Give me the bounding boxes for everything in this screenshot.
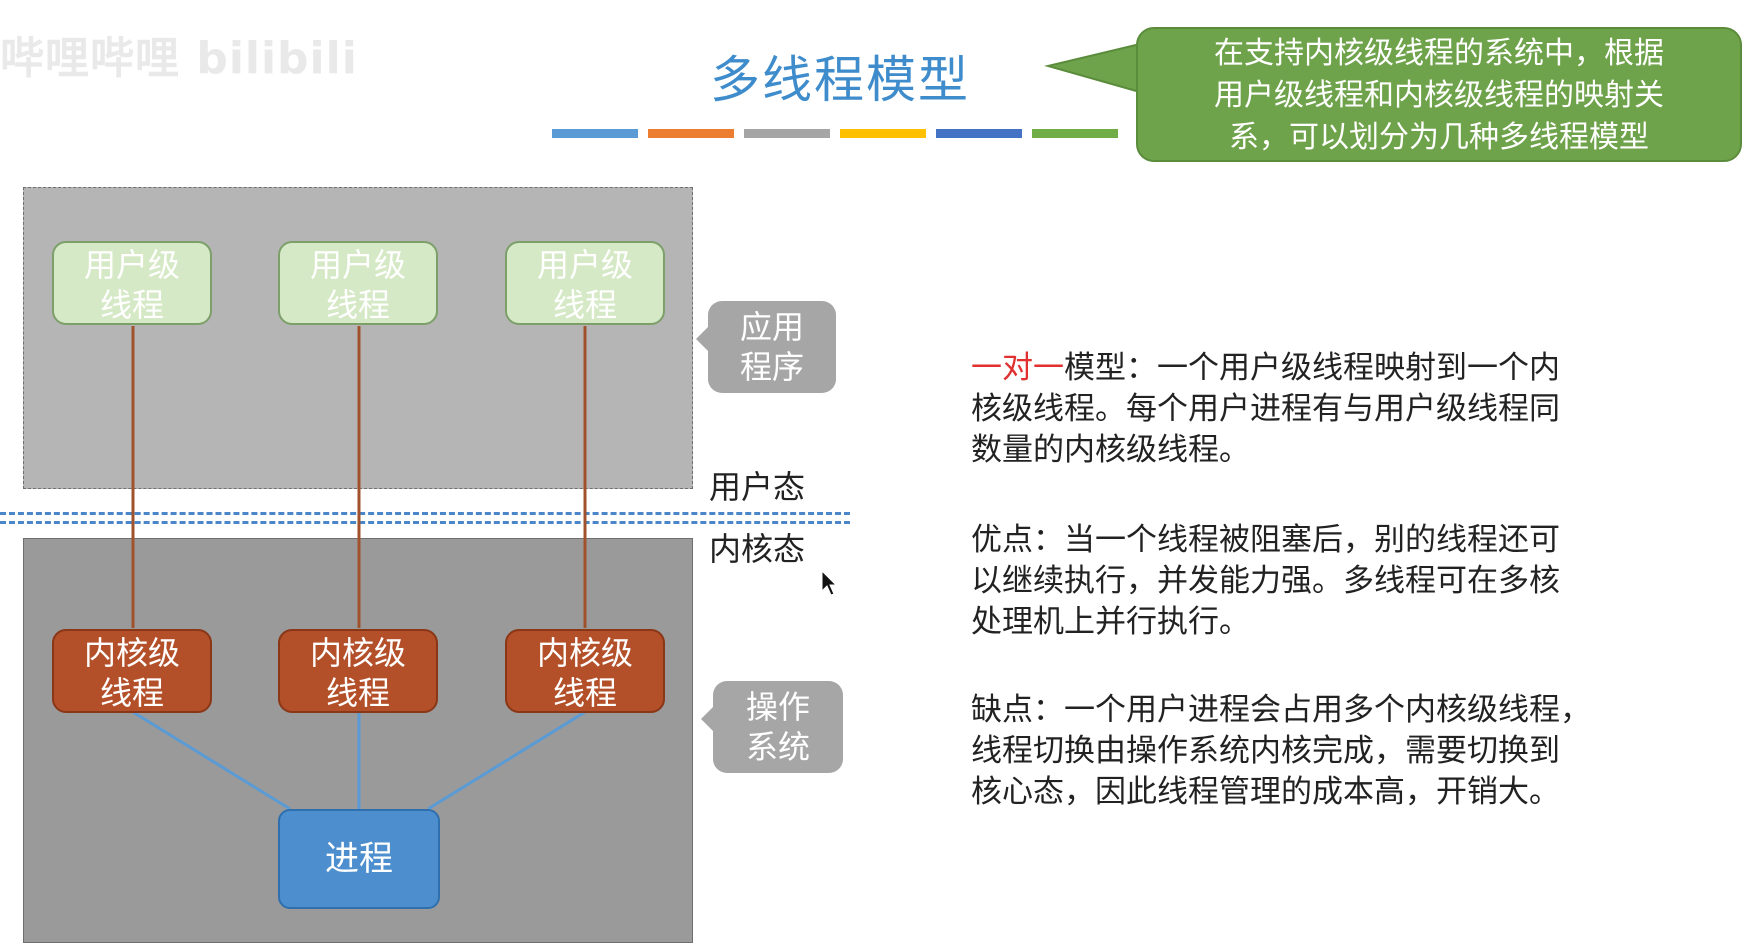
model-line-2: 核级线程。每个用户进程有与用户级线程同 — [971, 391, 1560, 427]
pros-line-3: 处理机上并行执行。 — [971, 604, 1250, 640]
user-thread-3: 用户级 线程 — [505, 241, 665, 325]
color-bar-2 — [648, 129, 734, 138]
user-thread-label-line1: 用户级 — [309, 246, 406, 284]
callout-line-1: 在支持内核级线程的系统中，根据 — [1214, 36, 1664, 71]
callout-line-3: 系，可以划分为几种多线程模型 — [1229, 120, 1649, 155]
tag-application-line2: 程序 — [739, 348, 804, 386]
user-thread-label-line2: 线程 — [552, 286, 617, 324]
pros-description: 优点：当一个线程被阻塞后，别的线程还可 以继续执行，并发能力强。多线程可在多核 … — [971, 520, 1671, 643]
mode-divider-top — [0, 512, 850, 515]
model-description: 一对一模型：一个用户级线程映射到一个内 核级线程。每个用户进程有与用户级线程同 … — [971, 348, 1671, 471]
cons-description: 缺点：一个用户进程会占用多个内核级线程， 线程切换由操作系统内核完成，需要切换到… — [971, 690, 1671, 813]
model-line-1: 一对一模型：一个用户级线程映射到一个内 — [971, 348, 1671, 389]
user-thread-label-line1: 用户级 — [83, 246, 180, 284]
pros-line-1: 优点：当一个线程被阻塞后，别的线程还可 — [971, 522, 1560, 558]
color-bar-5 — [936, 129, 1022, 138]
model-line-3: 数量的内核级线程。 — [971, 432, 1250, 468]
user-thread-1: 用户级 线程 — [52, 241, 212, 325]
process-box: 进程 — [278, 809, 440, 909]
pros-line-2: 以继续执行，并发能力强。多线程可在多核 — [971, 563, 1560, 599]
user-thread-2: 用户级 线程 — [278, 241, 438, 325]
kernel-thread-1: 内核级 线程 — [52, 629, 212, 713]
tag-application: 应用 程序 — [696, 301, 836, 393]
user-space-region — [23, 187, 693, 489]
model-line-1-rest: 模型：一个用户级线程映射到一个内 — [1064, 350, 1560, 386]
kernel-mode-label: 内核态 — [709, 530, 806, 568]
tag-os-line1: 操作 — [745, 688, 810, 726]
tag-application-line1: 应用 — [739, 308, 804, 346]
cons-line-1: 缺点：一个用户进程会占用多个内核级线程， — [971, 692, 1591, 728]
kernel-thread-label-line1: 内核级 — [83, 634, 180, 672]
user-thread-label-line2: 线程 — [99, 286, 164, 324]
kernel-thread-label-line2: 线程 — [325, 674, 390, 712]
color-bar-3 — [744, 129, 830, 138]
mode-divider-bottom — [0, 521, 850, 524]
color-bar-6 — [1032, 129, 1118, 138]
color-bar-1 — [552, 129, 638, 138]
user-mode-label: 用户态 — [709, 468, 806, 506]
cons-line-3: 核心态，因此线程管理的成本高，开销大。 — [971, 774, 1560, 810]
color-bar-4 — [840, 129, 926, 138]
kernel-thread-label-line1: 内核级 — [536, 634, 633, 672]
user-thread-label-line2: 线程 — [325, 286, 390, 324]
cons-line-2: 线程切换由操作系统内核完成，需要切换到 — [971, 733, 1560, 769]
mouse-cursor-icon — [821, 570, 837, 596]
kernel-thread-label-line2: 线程 — [99, 674, 164, 712]
kernel-thread-2: 内核级 线程 — [278, 629, 438, 713]
callout-bubble: 在支持内核级线程的系统中，根据 用户级线程和内核级线程的映射关 系，可以划分为几… — [1136, 27, 1742, 162]
tag-os-line2: 系统 — [745, 728, 810, 766]
tag-operating-system: 操作 系统 — [701, 681, 843, 773]
page-title: 多线程模型 — [710, 51, 970, 109]
kernel-thread-3: 内核级 线程 — [505, 629, 665, 713]
watermark-logo: 哔哩哔哩 bilibili — [0, 33, 358, 84]
callout-line-2: 用户级线程和内核级线程的映射关 — [1214, 78, 1664, 113]
kernel-thread-label-line2: 线程 — [552, 674, 617, 712]
kernel-thread-label-line1: 内核级 — [309, 634, 406, 672]
model-highlight: 一对一 — [971, 350, 1064, 386]
user-thread-label-line1: 用户级 — [536, 246, 633, 284]
